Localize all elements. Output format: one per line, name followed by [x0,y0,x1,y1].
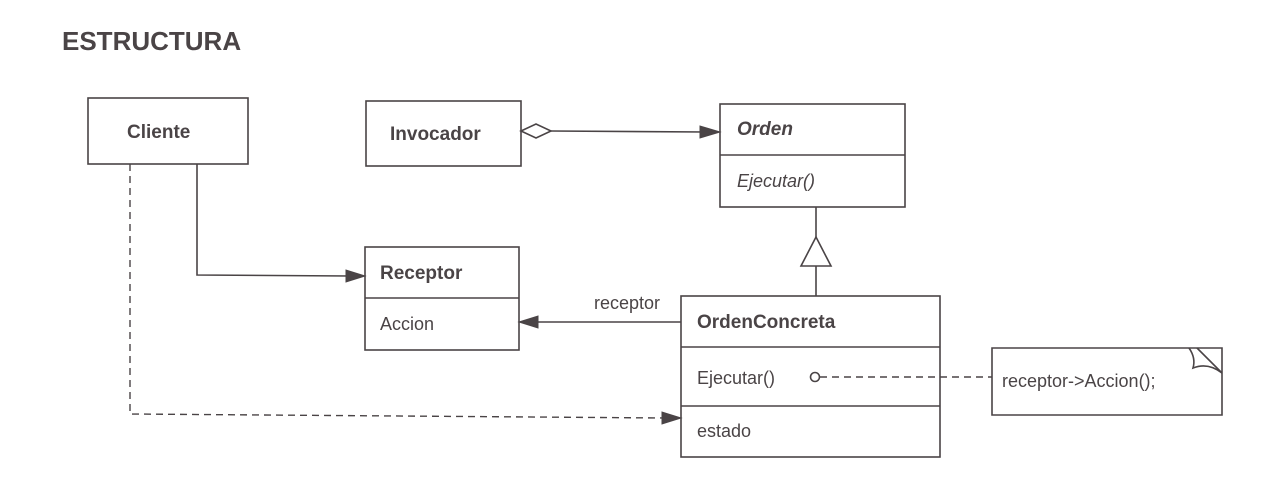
note-folded-corner [1188,347,1223,374]
note-implementation: receptor->Accion(); [991,347,1223,416]
class-receptor-name: Receptor [380,263,463,284]
note-text: receptor->Accion(); [1002,371,1156,391]
note-anchor-circle-icon [809,371,821,383]
inheritance-triangle-icon [799,235,833,267]
relation-invocador-orden [519,123,722,139]
relation-cliente-orden-concreta [129,164,683,425]
note-box [991,347,1223,416]
relation-note-link [809,371,992,383]
aggregation-diamond-icon [519,123,553,139]
arrowhead-icon [517,315,539,329]
class-receptor: Receptor Accion [364,246,520,351]
relation-orden-concreta-receptor: receptor [517,293,681,329]
class-orden-concreta-operation: Ejecutar() [697,368,775,388]
relation-inheritance [799,207,833,296]
class-orden-operation: Ejecutar() [737,171,815,191]
class-receptor-operation: Accion [380,314,434,334]
class-cliente-box [87,97,249,165]
relation-cliente-receptor [196,164,367,283]
class-orden-concreta-attribute: estado [697,421,751,441]
aggregation-line [550,130,707,133]
class-invocador: Invocador [365,100,522,167]
association-line [196,164,351,277]
class-invocador-box [365,100,522,167]
note-fold-edge [1196,347,1223,374]
class-cliente-name: Cliente [127,122,190,143]
class-orden: Orden Ejecutar() [719,103,906,208]
class-orden-name: Orden [737,119,793,140]
class-invocador-name: Invocador [390,124,481,145]
arrowhead-icon [699,125,722,139]
class-cliente: Cliente [87,97,249,165]
association-role-label: receptor [594,293,660,313]
arrowhead-icon [345,269,367,283]
arrowhead-icon [661,411,683,425]
class-orden-concreta-name: OrdenConcreta [697,312,836,333]
diagram-title: ESTRUCTURA [62,26,241,56]
